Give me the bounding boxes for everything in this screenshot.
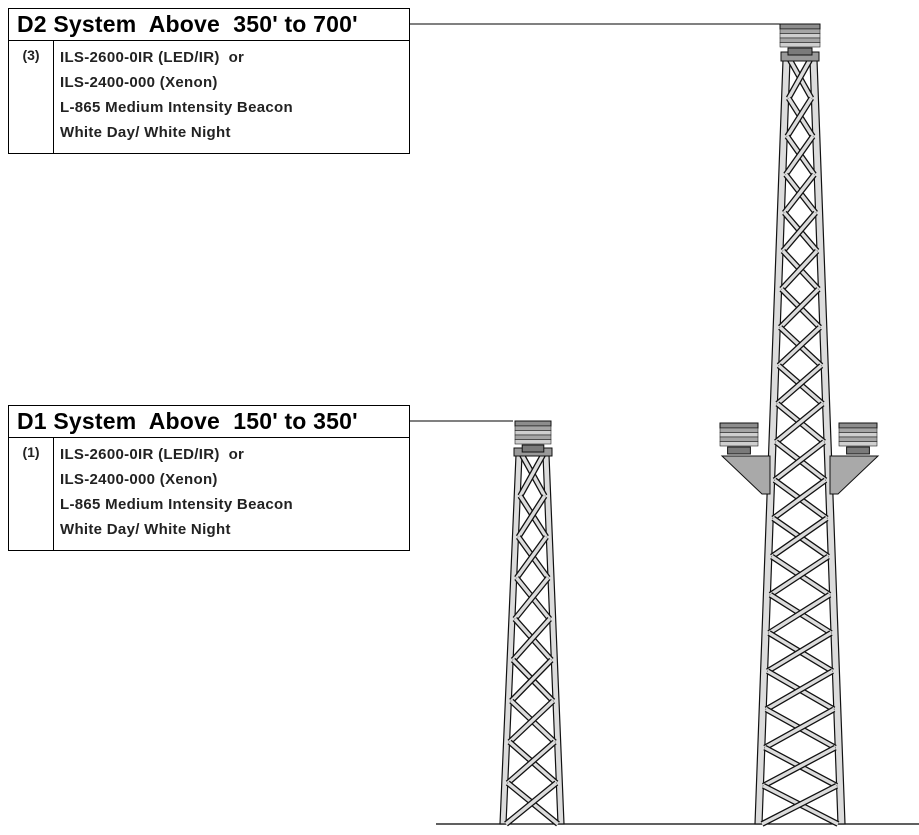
tower-brace-fill xyxy=(784,135,815,176)
tower-brace-fill xyxy=(766,631,832,673)
spec-line: L-865 Medium Intensity Beacon xyxy=(60,99,293,116)
tower-brace-fill xyxy=(768,593,831,635)
tower-brace-fill xyxy=(772,478,827,520)
tower-brace-fill xyxy=(787,59,812,100)
beacon-fin xyxy=(719,427,759,433)
tower-brace-fill xyxy=(515,536,548,579)
tower-brace-fill xyxy=(769,555,830,597)
tower-leg xyxy=(499,454,523,825)
spec-quantity: (1) xyxy=(9,438,54,550)
beacon-fin xyxy=(514,430,552,436)
tower-d2 xyxy=(720,51,880,827)
beacon-fin xyxy=(719,436,759,442)
tower-brace-fill xyxy=(773,440,826,482)
tower-brace-fill xyxy=(517,495,547,538)
tower-brace-fill xyxy=(761,784,838,826)
spec-line: L-865 Medium Intensity Beacon xyxy=(60,496,293,513)
tower-leg xyxy=(754,59,791,825)
spec-line: White Day/ White Night xyxy=(60,124,231,141)
tower-brace-fill xyxy=(770,517,828,558)
beacon-fin xyxy=(779,42,821,48)
beacon-fin xyxy=(514,439,552,445)
tower-brace-fill xyxy=(518,454,545,497)
tower-brace-fill xyxy=(776,364,823,406)
spec-body: (3) ILS-2600-0IR (LED/IR) or ILS-2400-00… xyxy=(9,41,409,153)
beacon-fin xyxy=(514,425,552,431)
beacon-fin xyxy=(514,434,552,440)
tower-brace-fill xyxy=(781,211,817,253)
tower-brace-fill xyxy=(511,617,551,662)
tower-brace-fill xyxy=(783,173,816,214)
beacon-base xyxy=(787,47,813,56)
tower-brace-fill xyxy=(504,781,558,826)
tower-brace-fill xyxy=(762,746,836,788)
beacon-group xyxy=(514,23,878,455)
tower-leg xyxy=(542,454,565,825)
spec-box-d1: D1 System Above 150' to 350' (1) ILS-260… xyxy=(8,405,410,551)
beacon-cap xyxy=(514,420,552,427)
spec-line: ILS-2400-000 (Xenon) xyxy=(60,74,218,91)
tower-brace-fill xyxy=(506,740,556,785)
spec-lines: ILS-2600-0IR (LED/IR) or ILS-2400-000 (X… xyxy=(54,41,293,153)
tower-brace-fill xyxy=(777,326,821,367)
tower-brace-fill xyxy=(513,576,550,621)
tower-brace-fill xyxy=(785,97,813,138)
spec-lines: ILS-2600-0IR (LED/IR) or ILS-2400-000 (X… xyxy=(54,438,293,550)
tower-brace-fill xyxy=(774,402,824,444)
spec-title: D2 System Above 350' to 700' xyxy=(9,9,409,41)
spec-line: ILS-2400-000 (Xenon) xyxy=(60,471,218,488)
beacon-fin xyxy=(838,427,878,433)
tower-brace-fill xyxy=(508,699,555,744)
beacon-fin xyxy=(719,432,759,438)
spec-quantity: (3) xyxy=(9,41,54,153)
beacon-base xyxy=(521,444,545,453)
tower-brace-fill xyxy=(763,707,835,750)
beacon-fin xyxy=(779,28,821,34)
spec-line: White Day/ White Night xyxy=(60,521,231,538)
beacon-cap xyxy=(719,422,759,429)
beacon-cap xyxy=(838,422,878,429)
spec-box-d2: D2 System Above 350' to 700' (3) ILS-260… xyxy=(8,8,410,154)
spec-body: (1) ILS-2600-0IR (LED/IR) or ILS-2400-00… xyxy=(9,438,409,550)
bracket-right xyxy=(829,455,880,495)
spec-title: D1 System Above 150' to 350' xyxy=(9,406,409,438)
beacon-fin xyxy=(719,441,759,447)
bracket-left xyxy=(720,455,771,495)
beacon-fin xyxy=(838,441,878,447)
tower-brace-fill xyxy=(780,249,819,291)
beacon-cap xyxy=(779,23,821,30)
beacon-fin xyxy=(838,436,878,442)
beacon-fin xyxy=(838,432,878,438)
spec-line: ILS-2600-0IR (LED/IR) or xyxy=(60,446,245,463)
spec-line: ILS-2600-0IR (LED/IR) or xyxy=(60,49,245,66)
beacon-base xyxy=(846,446,870,455)
beacon-base xyxy=(727,446,751,455)
tower-brace-fill xyxy=(765,669,834,711)
tower-d1 xyxy=(499,447,565,827)
tower-brace-fill xyxy=(778,287,820,329)
tower-brace-fill xyxy=(510,658,553,703)
beacon-fin xyxy=(779,37,821,43)
beacon-fin xyxy=(779,33,821,39)
